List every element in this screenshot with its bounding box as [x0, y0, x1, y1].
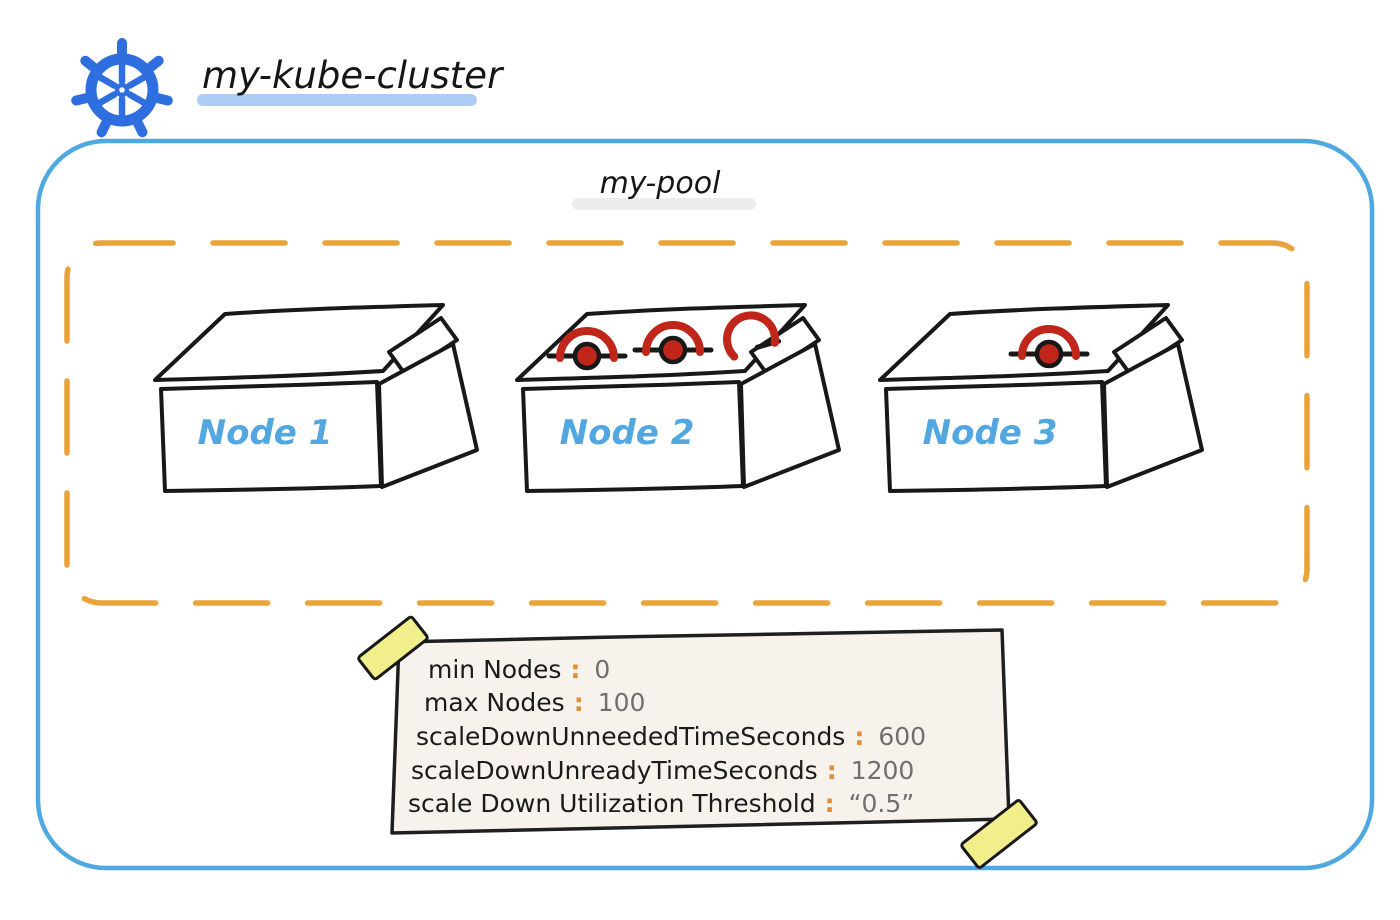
node-label: Node 1	[198, 413, 333, 453]
note-key: min Nodes	[428, 655, 561, 684]
pod-handle-arc	[1018, 325, 1080, 360]
note-line-max-nodes: max Nodes:100	[424, 688, 645, 717]
tape-top-left-icon	[357, 615, 429, 681]
node-lid-lip	[749, 316, 821, 376]
node-front-face	[884, 380, 1108, 493]
node-box-3: Node 3	[878, 303, 1204, 493]
pod-icon-partial	[722, 311, 782, 361]
pod-icon	[546, 327, 628, 371]
node-label: Node 3	[923, 413, 1058, 453]
note-key: scale Down Utilization Threshold	[408, 789, 816, 818]
note-value: 0	[594, 655, 610, 684]
tape-strip	[357, 615, 429, 681]
pod-handle-arc	[642, 321, 704, 356]
pod-dot	[658, 335, 688, 365]
node-side-face	[1102, 342, 1204, 489]
pod-handle-arc	[556, 327, 618, 362]
wheel-spokes	[96, 60, 148, 120]
note-colon: :	[574, 688, 584, 717]
node-label: Node 2	[560, 413, 695, 453]
note-key: max Nodes	[424, 688, 565, 717]
note-colon: :	[570, 655, 580, 684]
pool-boundary	[64, 240, 1310, 606]
node-box-2: Node 2	[515, 303, 841, 493]
pool-label-underline	[572, 198, 756, 210]
pool-label: my-pool	[600, 166, 721, 201]
sticky-note: min Nodes:0 max Nodes:100 scaleDownUnnee…	[357, 615, 1038, 869]
node-side-face	[739, 342, 841, 489]
note-key: scaleDownUnneededTimeSeconds	[416, 722, 845, 751]
note-value: 100	[598, 688, 646, 717]
note-colon: :	[825, 789, 835, 818]
tape-bottom-right-icon	[960, 799, 1038, 869]
note-value: 1200	[851, 756, 915, 785]
note-colon: :	[854, 722, 864, 751]
cluster-title: my-kube-cluster	[202, 54, 505, 97]
node-side-face	[377, 342, 479, 489]
pod-dot	[1034, 339, 1064, 369]
note-line-scaledown-unneeded: scaleDownUnneededTimeSeconds:600	[416, 722, 926, 751]
pod-dot	[572, 341, 602, 371]
node-box-1: Node 1	[153, 303, 479, 493]
tape-strip	[960, 799, 1038, 869]
pod-handle-arc	[722, 311, 779, 361]
kubernetes-logo-icon	[71, 38, 173, 138]
note-line-scaledown-utilization: scale Down Utilization Threshold: “0.5”	[408, 789, 914, 818]
note-value: 600	[878, 722, 926, 751]
note-colon: :	[827, 756, 837, 785]
note-line-scaledown-unready: scaleDownUnreadyTimeSeconds:1200	[411, 756, 914, 785]
pod-icon	[1008, 325, 1090, 369]
wheel-hub	[114, 82, 130, 98]
pod-icon	[632, 321, 714, 365]
node-front-face	[159, 380, 383, 493]
note-key: scaleDownUnreadyTimeSeconds	[411, 756, 818, 785]
node-lid-lip	[1112, 316, 1184, 376]
node-front-face	[521, 380, 745, 493]
node-lid-lip	[387, 316, 459, 376]
cluster-title-underline	[197, 94, 477, 106]
note-line-min-nodes: min Nodes:0	[428, 655, 610, 684]
cluster-boundary	[35, 138, 1375, 871]
wheel-handles	[71, 38, 173, 138]
note-value: “0.5”	[849, 789, 915, 818]
